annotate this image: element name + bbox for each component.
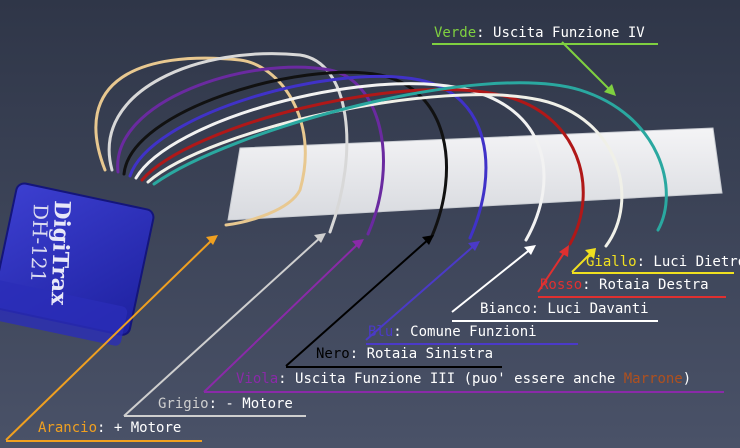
- arrowhead-viola: [352, 239, 364, 249]
- underline-giallo: [572, 272, 734, 274]
- label-giallo: Giallo: Luci Dietro: [586, 254, 740, 270]
- label-arancio: Arancio: + Motore: [38, 420, 181, 436]
- pointer-blu: [365, 243, 477, 341]
- underline-bianco: [452, 320, 658, 322]
- wire-giallo: [146, 93, 624, 248]
- pointer-arancio: [5, 237, 215, 441]
- pointer-rosso: [537, 249, 567, 293]
- pointer-lines: [5, 41, 616, 441]
- arrowhead-rosso: [559, 245, 569, 257]
- underline-rosso: [538, 296, 726, 298]
- label-blu-desc: : Comune Funzioni: [393, 324, 537, 340]
- label-viola-close: ): [682, 371, 692, 387]
- arrowhead-grigio: [314, 233, 326, 243]
- wire-blu: [128, 75, 488, 240]
- wire-rosso: [140, 88, 585, 246]
- pointer-nero: [285, 237, 431, 367]
- wire-grigio: [107, 52, 349, 234]
- decoder-logo: DigiTrax: [45, 200, 75, 307]
- label-viola: Viola: Uscita Funzione III (puo' essere …: [236, 371, 691, 387]
- label-grigio-desc: : - Motore: [208, 396, 293, 412]
- underline-verde: [432, 43, 658, 45]
- label-bianco: Bianco: Luci Davanti: [480, 301, 649, 317]
- pointer-grigio: [123, 235, 323, 417]
- label-giallo-name: Giallo: [586, 254, 637, 270]
- pointer-giallo: [571, 251, 593, 273]
- arrowhead-blu: [468, 241, 480, 251]
- label-arancio-desc: : + Motore: [97, 420, 182, 436]
- label-viola-desc: : Uscita Funzione III (puo' essere anche: [278, 371, 624, 387]
- label-grigio: Grigio: - Motore: [158, 396, 293, 412]
- wire-verde: [152, 81, 668, 232]
- underline-nero: [286, 366, 502, 368]
- label-nero-name: Nero: [316, 346, 350, 362]
- underline-viola: [204, 391, 724, 393]
- wire-arancio: [94, 56, 307, 227]
- paper-strip: [227, 127, 723, 221]
- decoder-chip: DigiTrax DH-121: [0, 182, 155, 346]
- label-bianco-desc: : Luci Davanti: [530, 301, 649, 317]
- label-viola-alt: Marrone: [623, 371, 683, 387]
- underline-arancio: [6, 440, 202, 442]
- label-rosso-desc: : Rotaia Destra: [582, 277, 709, 293]
- wire-bundle: [94, 52, 668, 248]
- label-bianco-name: Bianco: [480, 301, 531, 317]
- underline-blu: [366, 343, 578, 345]
- label-giallo-desc: : Luci Dietro: [636, 254, 740, 270]
- arrowhead-bianco: [524, 245, 536, 255]
- arrowhead-giallo: [585, 248, 596, 259]
- label-nero-desc: : Rotaia Sinistra: [349, 346, 494, 362]
- arrowhead-arancio: [206, 235, 218, 245]
- label-rosso: Rosso: Rotaia Destra: [540, 277, 709, 293]
- wire-bianco: [134, 82, 546, 242]
- pointer-viola: [203, 241, 361, 393]
- label-verde: Verde: Uscita Funzione IV: [434, 25, 645, 41]
- pointer-bianco: [451, 247, 533, 313]
- label-rosso-name: Rosso: [540, 277, 583, 293]
- wire-nero: [122, 70, 449, 238]
- underline-grigio: [124, 415, 306, 417]
- label-blu: Blu: Comune Funzioni: [368, 324, 537, 340]
- label-viola-name: Viola: [236, 371, 279, 387]
- wire-viola: [116, 65, 385, 236]
- arrowhead-nero: [422, 235, 434, 245]
- label-verde-desc: : Uscita Funzione IV: [476, 25, 645, 41]
- arrowhead-verde: [604, 84, 616, 96]
- label-arancio-name: Arancio: [38, 420, 98, 436]
- label-blu-name: Blu: [368, 324, 394, 340]
- pointer-verde: [561, 41, 613, 93]
- label-nero: Nero: Rotaia Sinistra: [316, 346, 493, 362]
- label-grigio-name: Grigio: [158, 396, 209, 412]
- decoder-model: DH-121: [26, 204, 53, 283]
- label-verde-name: Verde: [434, 25, 477, 41]
